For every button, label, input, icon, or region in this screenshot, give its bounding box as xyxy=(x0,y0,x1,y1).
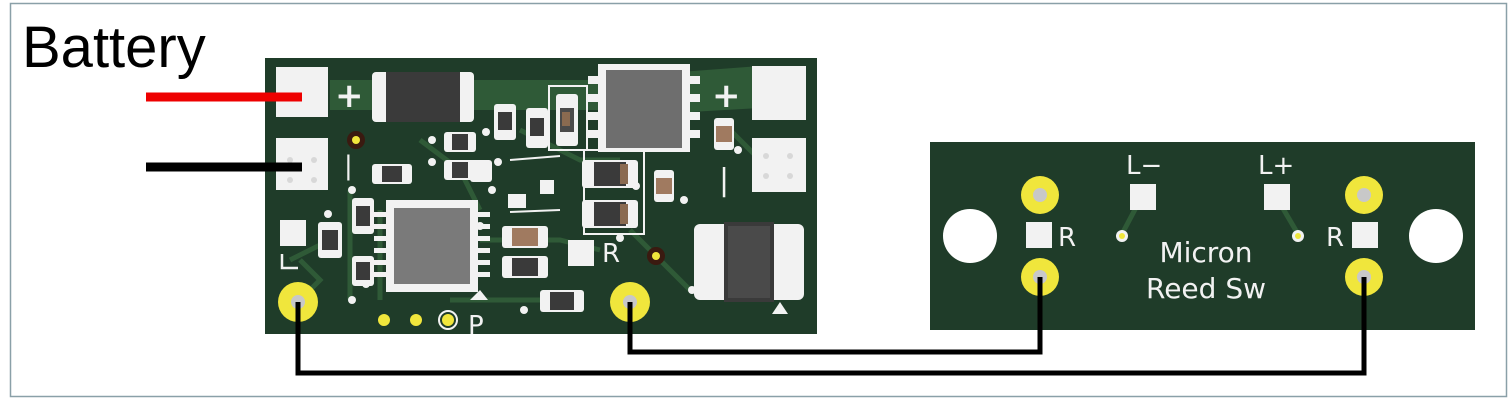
label-minus-left: | xyxy=(344,151,353,181)
reed-board-substrate xyxy=(930,142,1475,330)
small-components xyxy=(318,94,734,312)
label-r-main: R xyxy=(602,239,620,269)
main-board: + | + | xyxy=(265,58,817,341)
main-inductor xyxy=(372,72,474,122)
label-l-minus: L− xyxy=(1126,151,1162,181)
mounting-hole-right xyxy=(1409,209,1463,263)
label-plus-left: + xyxy=(335,76,364,116)
mounting-hole-left xyxy=(943,209,997,263)
pad-output-plus xyxy=(752,66,806,120)
vias xyxy=(324,128,742,330)
label-r-reed-left: R xyxy=(1058,223,1076,253)
label-plus-right: + xyxy=(712,76,741,116)
reed-board-name-line2: Reed Sw xyxy=(1146,272,1266,305)
wire-main-right-to-reed-left xyxy=(627,277,1043,355)
reed-switch-board: L− L+ R R Micron Reed Sw xyxy=(930,142,1475,330)
label-l-main xyxy=(280,254,298,270)
reed-pad-left xyxy=(1021,176,1059,296)
pad-r xyxy=(568,240,594,266)
battery-title: Battery xyxy=(22,15,206,80)
label-r-reed-right: R xyxy=(1326,223,1344,253)
label-l-plus: L+ xyxy=(1258,151,1294,181)
reed-board-name-line1: Micron xyxy=(1159,236,1252,269)
sot-transistor xyxy=(694,222,804,302)
pad-l-plus xyxy=(1264,184,1290,210)
label-minus-right: | xyxy=(719,163,729,198)
pad-output-minus xyxy=(752,138,806,192)
pad-l xyxy=(280,220,306,246)
soic-chip xyxy=(588,64,700,152)
pad-battery-plus xyxy=(276,67,328,117)
label-p: P xyxy=(468,311,484,341)
qfn-microcontroller xyxy=(374,200,490,292)
pad-l-minus xyxy=(1130,184,1156,210)
wire-main-left-to-reed-right xyxy=(295,277,1367,376)
